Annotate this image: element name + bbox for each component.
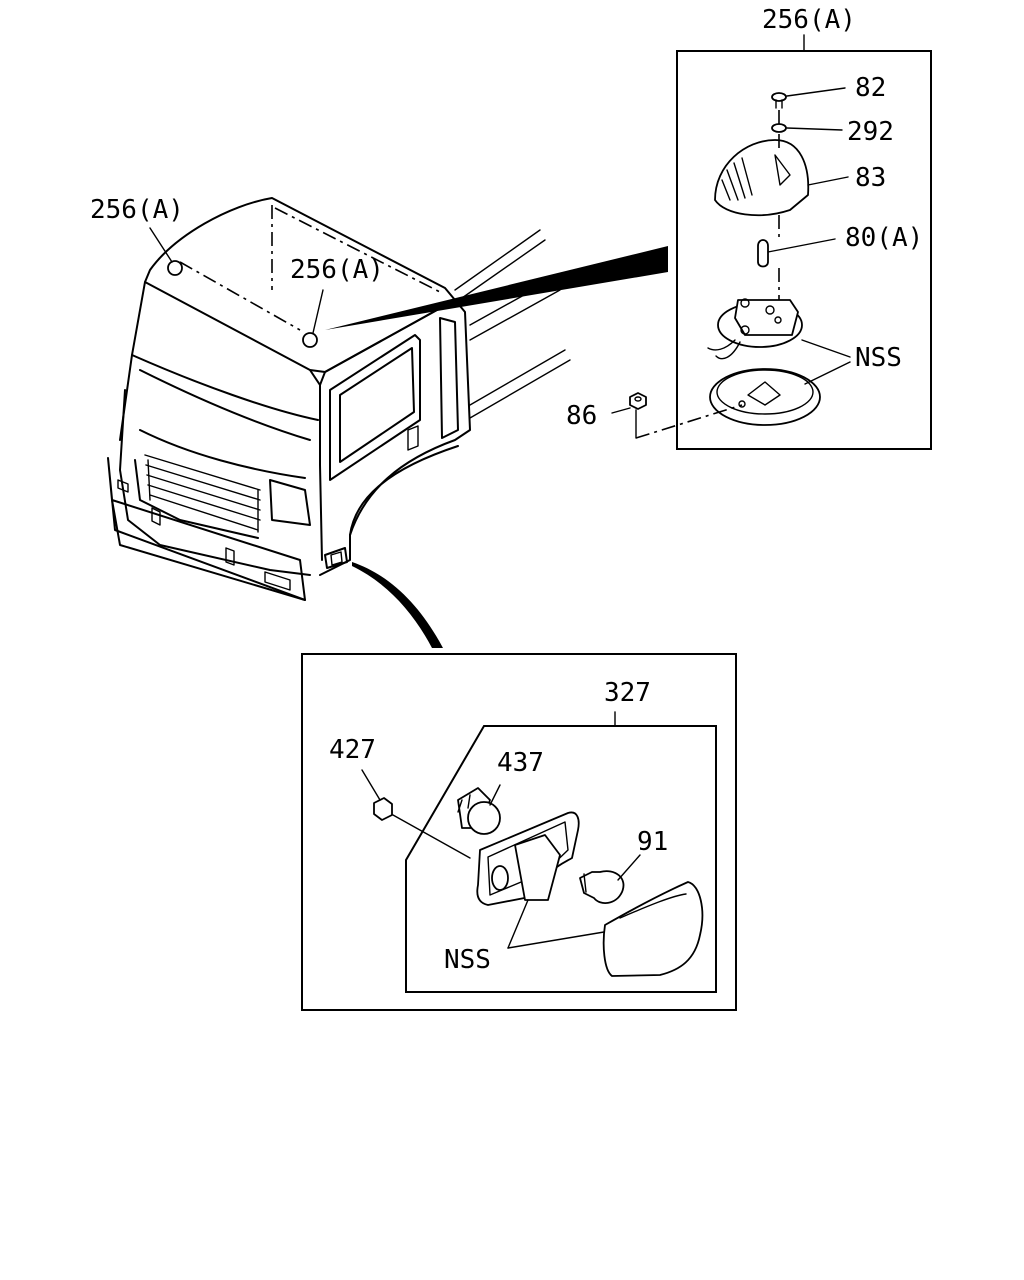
label-91: 91 <box>637 827 668 857</box>
lamp-lens-part <box>714 139 810 217</box>
label-256a-top-box: 256(A) <box>762 5 856 35</box>
label-86: 86 <box>566 401 597 431</box>
nut-part <box>629 392 647 410</box>
truck-cab-illustration <box>107 197 571 601</box>
label-256a-cab-left: 256(A) <box>90 195 184 225</box>
label-292: 292 <box>847 117 894 147</box>
roof-lamp-right <box>302 332 318 348</box>
clip-part <box>373 797 393 821</box>
callout-labels: 256(A) 256(A) 256(A) 82 292 83 80(A) NSS… <box>90 5 923 975</box>
detail-pointer-bottom <box>352 562 443 648</box>
side-lamp-detail-frame <box>301 653 737 1011</box>
gasket-part <box>709 368 821 426</box>
roof-lamp-detail <box>611 34 932 450</box>
washer-part <box>771 123 787 133</box>
side-lamp-detail <box>301 653 737 1011</box>
roof-lamp-left <box>167 260 183 276</box>
label-83: 83 <box>855 163 886 193</box>
screw-part <box>771 92 787 109</box>
detail-pointer-top <box>325 246 668 330</box>
label-80a: 80(A) <box>845 223 923 253</box>
socket-part <box>457 787 501 835</box>
side-lens-part <box>602 881 704 977</box>
label-437: 437 <box>497 748 544 778</box>
label-256a-cab-right: 256(A) <box>290 255 384 285</box>
label-nss-top: NSS <box>855 343 902 373</box>
bulb-part-bottom <box>579 870 625 904</box>
lamp-housing-part <box>476 811 580 906</box>
bulb-part-top <box>757 239 769 268</box>
lamp-base-part <box>707 298 803 360</box>
label-nss-bottom: NSS <box>444 945 491 975</box>
label-327: 327 <box>604 678 651 708</box>
label-427: 427 <box>329 735 376 765</box>
label-82: 82 <box>855 73 886 103</box>
